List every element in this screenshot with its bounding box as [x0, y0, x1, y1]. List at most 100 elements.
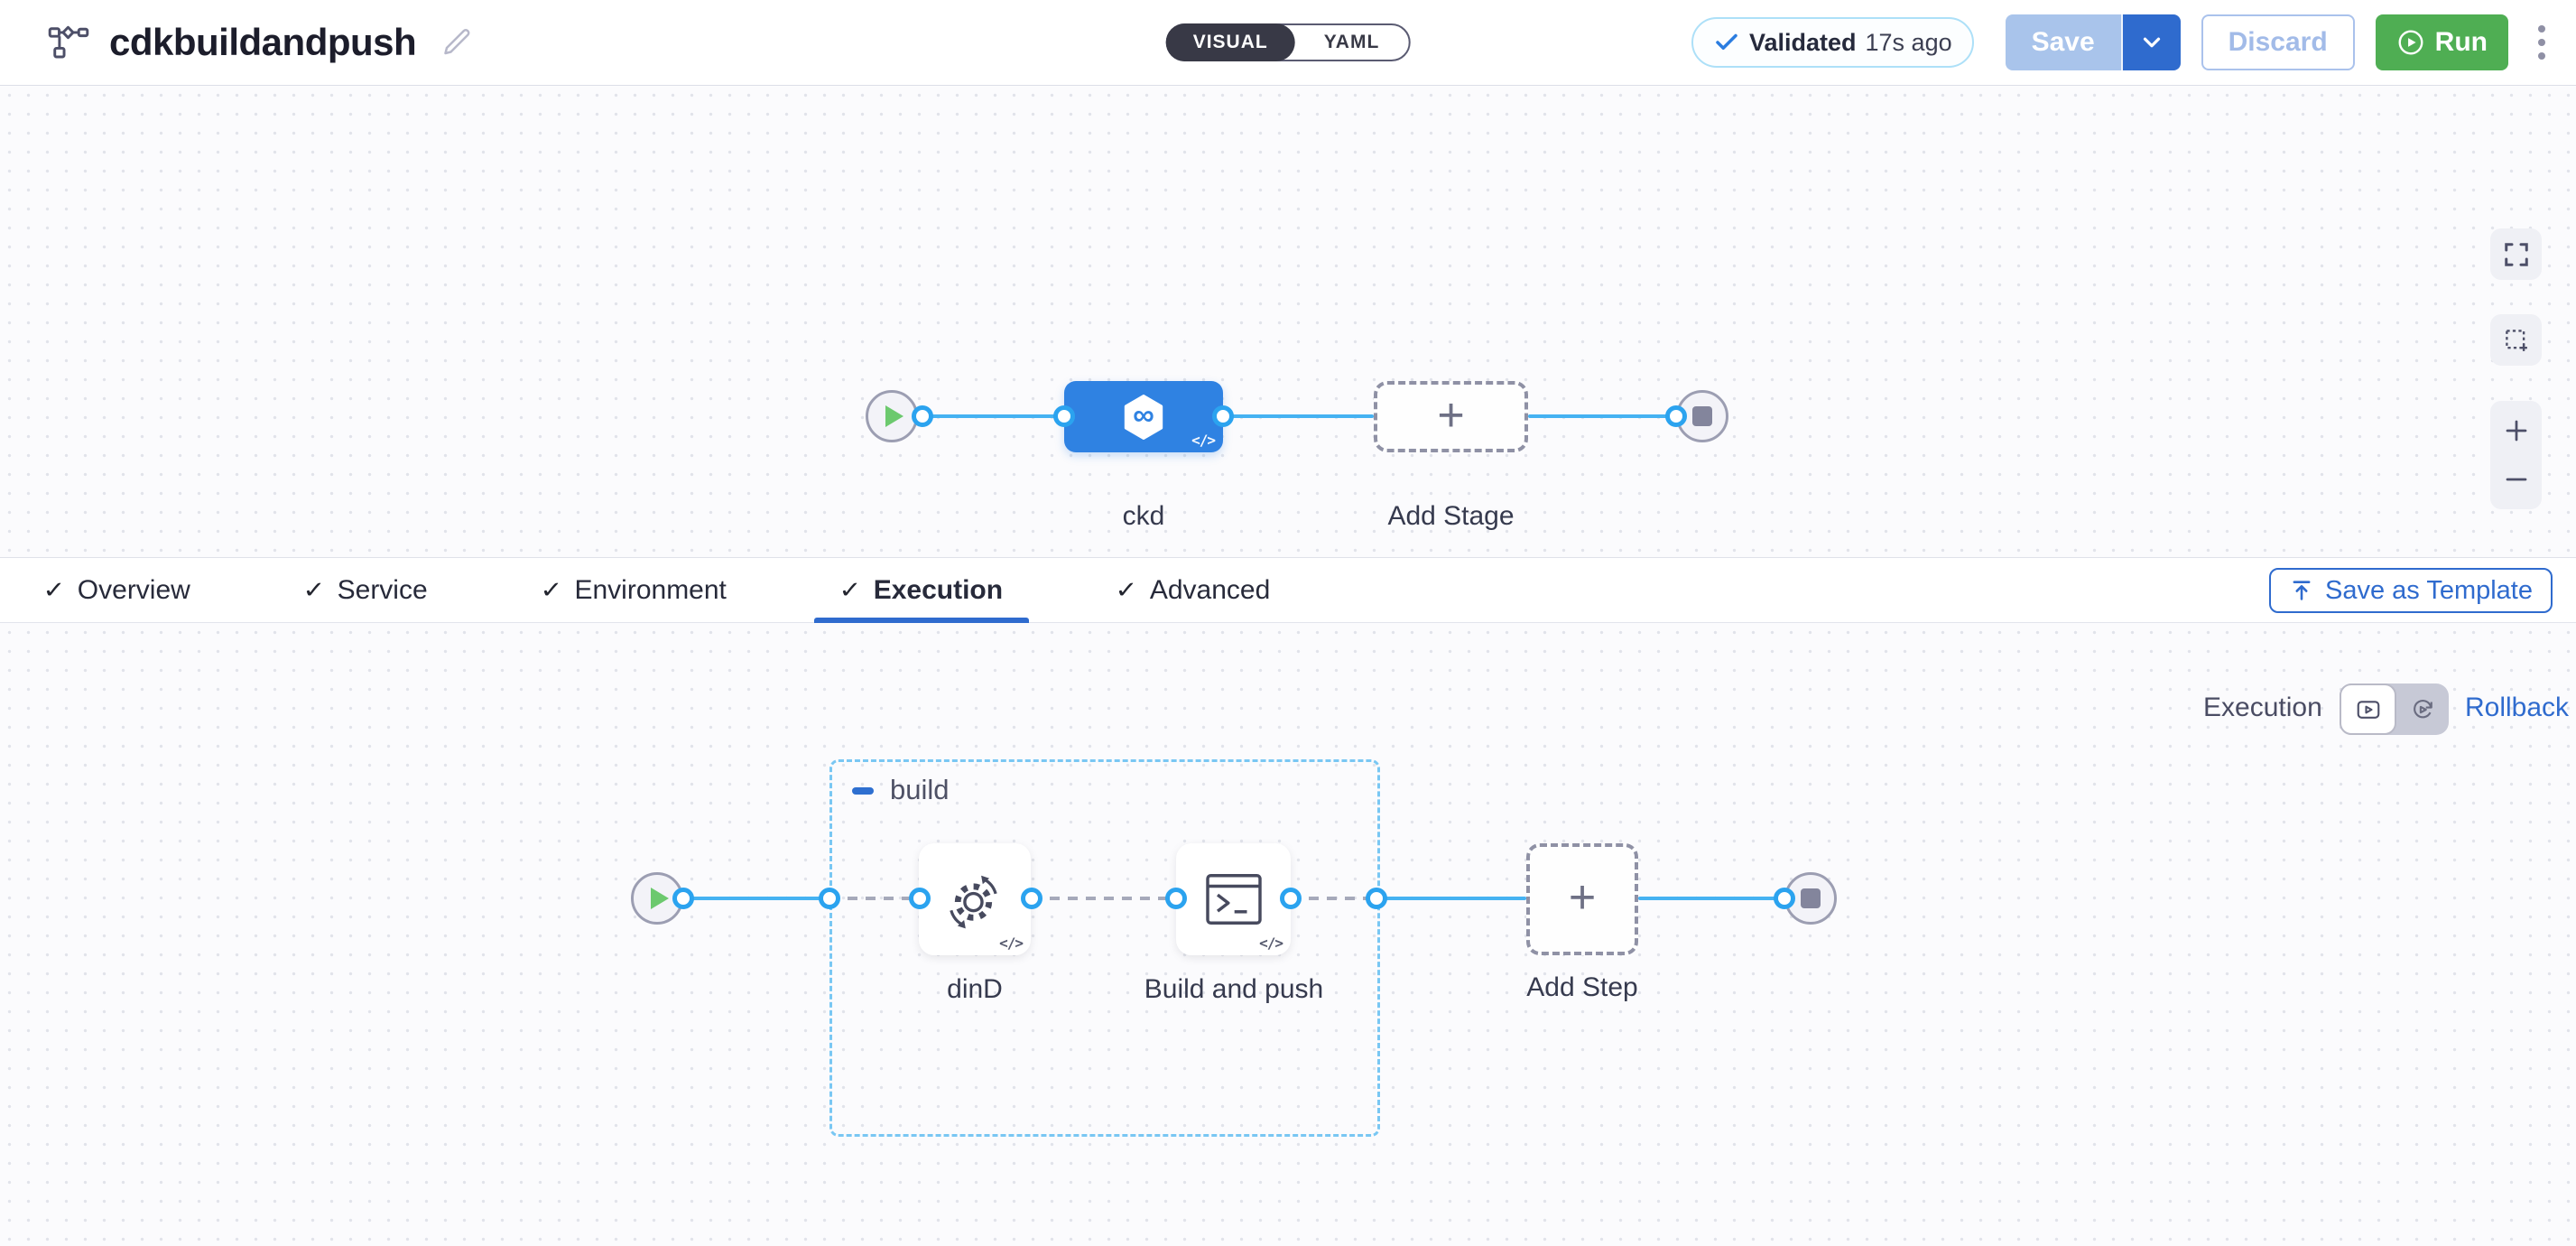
tab-service[interactable]: ✓ Service [278, 558, 454, 622]
run-label: Run [2434, 27, 2488, 57]
edge [918, 414, 1064, 418]
execution-view-segment[interactable] [2340, 683, 2396, 735]
edge-dashed [829, 897, 920, 900]
chevron-down-icon [2138, 29, 2165, 56]
edge-dashed [1291, 897, 1376, 900]
edge [1376, 897, 1526, 900]
execution-rollback-toggle [2340, 683, 2449, 735]
step-node-dind[interactable]: </> [919, 843, 1031, 955]
rollback-link[interactable]: Rollback [2465, 693, 2570, 722]
code-view-icon[interactable]: </> [1191, 432, 1216, 449]
start-play-icon [651, 888, 669, 909]
pipeline-title: cdkbuildandpush [109, 21, 417, 63]
save-options-caret[interactable] [2120, 14, 2181, 70]
group-name-label: build [890, 774, 950, 805]
edge [1223, 414, 1374, 418]
connector-dot[interactable] [672, 888, 694, 909]
connector-dot[interactable] [1053, 405, 1075, 427]
step-group-build[interactable]: build [829, 759, 1380, 1137]
tab-label: Advanced [1149, 574, 1271, 605]
view-toggle: VISUAL YAML [1165, 23, 1411, 61]
upload-icon [2289, 578, 2314, 603]
validated-label: Validated [1748, 28, 1857, 56]
check-icon: ✓ [1115, 576, 1138, 603]
step-node-build-and-push[interactable]: </> [1176, 843, 1291, 955]
zoom-out-button[interactable] [2490, 457, 2542, 502]
docker-in-docker-gear-icon [941, 866, 1008, 933]
connector-dot[interactable] [1280, 888, 1302, 909]
add-step-node[interactable]: + [1526, 843, 1638, 955]
validated-time: 17s ago [1865, 28, 1952, 56]
connector-dot[interactable] [819, 888, 840, 909]
toggle-yaml[interactable]: YAML [1323, 32, 1380, 52]
connector-dot[interactable] [1165, 888, 1187, 909]
tab-execution[interactable]: ✓ Execution [813, 558, 1030, 623]
code-view-icon[interactable]: </> [999, 934, 1024, 952]
edit-pencil-icon[interactable] [441, 26, 474, 59]
plus-icon: + [1568, 871, 1597, 924]
add-step-label: Add Step [1526, 972, 1638, 1002]
add-stage-label: Add Stage [1387, 501, 1515, 531]
pipeline-start-node[interactable] [866, 390, 918, 442]
stage-name-label: ckd [1122, 501, 1165, 531]
connector-dot[interactable] [909, 888, 931, 909]
connector-dot[interactable] [1212, 405, 1234, 427]
stage-tabbar: ✓ Overview ✓ Service ✓ Environment ✓ Exe… [0, 557, 2576, 623]
end-stop-icon [1801, 888, 1821, 908]
save-button[interactable]: Save [2005, 14, 2121, 70]
connector-dot[interactable] [1366, 888, 1387, 909]
check-icon: ✓ [302, 576, 326, 603]
zoom-in-button[interactable] [2490, 408, 2542, 453]
more-options-kebab-icon[interactable] [2529, 20, 2554, 65]
rollback-view-segment[interactable] [2396, 683, 2449, 735]
step-name-label: Build and push [1144, 974, 1324, 1004]
run-play-icon [2396, 28, 2425, 57]
check-icon: ✓ [42, 576, 66, 603]
check-icon: ✓ [839, 576, 862, 603]
infinity-icon: ∞ [1133, 397, 1154, 432]
pipeline-title-group: cdkbuildandpush [48, 21, 474, 64]
tab-label: Execution [873, 574, 1004, 605]
stage-node-ckd[interactable]: ∞ </> [1064, 381, 1223, 452]
add-stage-node[interactable]: + [1374, 381, 1528, 452]
edge [1638, 897, 1784, 900]
header-actions: Validated 17s ago Save Discard Run [1691, 14, 2554, 70]
connector-dot[interactable] [1021, 888, 1042, 909]
discard-button[interactable]: Discard [2201, 14, 2355, 70]
save-as-template-label: Save as Template [2325, 575, 2533, 605]
save-as-template-button[interactable]: Save as Template [2269, 568, 2553, 613]
collapse-minus-icon[interactable] [852, 787, 874, 795]
start-play-icon [885, 405, 903, 427]
tab-label: Service [337, 574, 428, 605]
connector-dot[interactable] [912, 405, 933, 427]
connector-dot[interactable] [1774, 888, 1795, 909]
run-button[interactable]: Run [2375, 14, 2508, 70]
edge [683, 897, 829, 900]
tab-label: Overview [77, 574, 190, 605]
tab-environment[interactable]: ✓ Environment [515, 558, 753, 622]
zoom-controls [2490, 401, 2542, 509]
pipeline-graph-icon [48, 24, 89, 60]
terminal-window-icon [1205, 873, 1263, 925]
tab-advanced[interactable]: ✓ Advanced [1090, 558, 1296, 622]
edge-dashed [1032, 897, 1176, 900]
toggle-visual[interactable]: VISUAL [1165, 23, 1295, 61]
plus-icon: + [1437, 388, 1465, 442]
end-stop-icon [1692, 406, 1712, 426]
fullscreen-button[interactable] [2490, 228, 2542, 280]
check-icon: ✓ [540, 576, 563, 603]
validated-check-icon [1713, 29, 1740, 56]
app-header: cdkbuildandpush VISUAL YAML Validated 17… [0, 0, 2576, 86]
edge [1528, 414, 1676, 418]
stage-canvas[interactable]: ∞ </> ckd + Add Stage [0, 86, 2576, 557]
validated-badge[interactable]: Validated 17s ago [1691, 17, 1974, 68]
marquee-select-button[interactable] [2490, 314, 2542, 366]
tab-label: Environment [574, 574, 727, 605]
code-view-icon[interactable]: </> [1259, 934, 1283, 952]
execution-mode-label: Execution [2203, 693, 2322, 722]
execution-canvas[interactable]: Execution Rollback build [0, 623, 2576, 1246]
connector-dot[interactable] [1665, 405, 1687, 427]
save-split-button: Save [2005, 14, 2181, 70]
tab-overview[interactable]: ✓ Overview [18, 558, 217, 622]
ci-stage-hexagon-icon: ∞ [1124, 394, 1163, 440]
